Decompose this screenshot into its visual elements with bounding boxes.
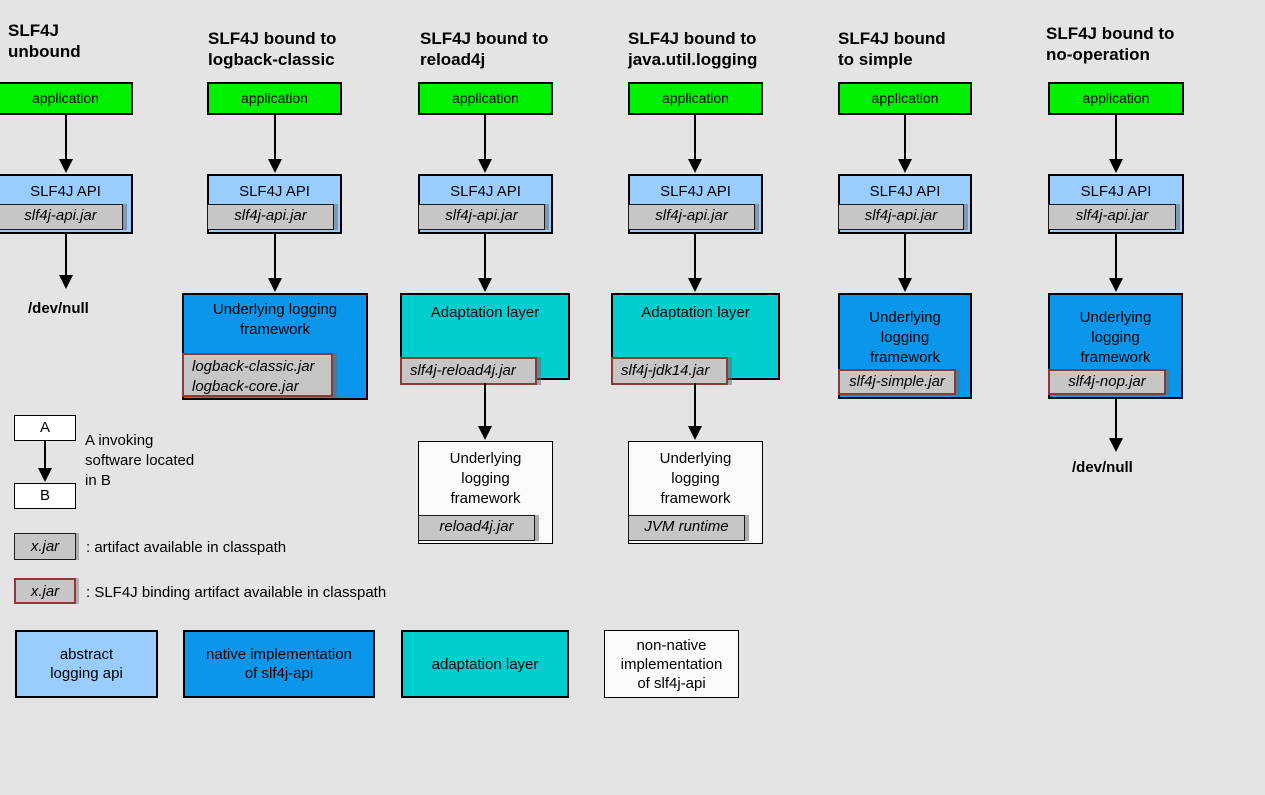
legend-artifact-jar-badge: x.jar [14,533,76,560]
slf4j-reload4j-jar-badge: slf4j-reload4j.jar [400,357,537,385]
slf4j-jdk14-jar-badge: slf4j-jdk14.jar [611,357,728,385]
down-arrow [1109,115,1123,173]
dev-null-label: /dev/null [28,300,89,317]
application-box: application [207,82,342,115]
down-arrow [898,115,912,173]
underlying-framework-box-simple: Underlying logging framework slf4j-simpl… [838,293,972,399]
legend-swatch-abstract-api: abstract logging api [15,630,158,698]
slf4j-api-jar-badge: slf4j-api.jar [207,204,334,230]
dev-null-label: /dev/null [1072,459,1133,476]
application-box: application [628,82,763,115]
down-arrow [478,383,492,440]
slf4j-api-jar-badge: slf4j-api.jar [1048,204,1176,230]
legend-swatch-adaptation: adaptation layer [401,630,569,698]
slf4j-api-box: SLF4J API slf4j-api.jar [418,174,553,234]
slf4j-api-jar-badge: slf4j-api.jar [838,204,964,230]
slf4j-api-box: SLF4J API slf4j-api.jar [628,174,763,234]
legend-swatch-native-impl: native implementation of slf4j-api [183,630,375,698]
underlying-framework-box-nop: Underlying logging framework slf4j-nop.j… [1048,293,1183,399]
down-arrow [688,115,702,173]
underlying-framework-box-logback: Underlying logging framework logback-cla… [182,293,368,400]
application-box: application [418,82,553,115]
application-box: application [0,82,133,115]
jvm-runtime-badge: JVM runtime [628,515,745,541]
down-arrow [478,234,492,292]
down-arrow [59,115,73,173]
down-arrow [268,234,282,292]
down-arrow [59,234,73,289]
underlying-framework-box-jul: Underlying logging framework JVM runtime [628,441,763,544]
column-title-jul: SLF4J bound to java.util.logging [628,29,758,69]
column-title-logback: SLF4J bound to logback-classic [208,29,337,69]
down-arrow [38,441,52,482]
down-arrow [1109,399,1123,452]
adaptation-layer-box: Adaptation layer slf4j-jdk14.jar [611,293,780,385]
slf4j-api-jar-badge: slf4j-api.jar [628,204,755,230]
slf4j-api-box: SLF4J API slf4j-api.jar [1048,174,1184,234]
slf4j-api-box: SLF4J API slf4j-api.jar [207,174,342,234]
down-arrow [688,234,702,292]
column-title-unbound: SLF4J unbound [8,21,81,61]
legend-artifact-text: : artifact available in classpath [86,539,287,556]
column-title-nop: SLF4J bound to no-operation [1046,24,1175,64]
slf4j-api-box: SLF4J API slf4j-api.jar [838,174,972,234]
column-title-reload4j: SLF4J bound to reload4j [420,29,549,69]
legend-binding-jar-badge: x.jar [14,578,76,604]
slf4j-simple-jar-badge: slf4j-simple.jar [838,369,956,395]
adaptation-layer-box: Adaptation layer slf4j-reload4j.jar [400,293,570,385]
down-arrow [478,115,492,173]
column-title-simple: SLF4J bound to simple [838,29,946,69]
legend-node-b: B [14,483,76,509]
application-box: application [1048,82,1184,115]
reload4j-jar-badge: reload4j.jar [418,515,535,541]
down-arrow [898,234,912,292]
legend-binding-text: : SLF4J binding artifact available in cl… [86,584,387,601]
down-arrow [688,383,702,440]
down-arrow [1109,234,1123,292]
slf4j-api-box: SLF4J API slf4j-api.jar [0,174,133,234]
slf4j-nop-jar-badge: slf4j-nop.jar [1048,369,1166,395]
logback-jars-badge: logback-classic.jar logback-core.jar [182,353,333,397]
legend-invoking-description: A invoking software located in B [85,432,195,489]
slf4j-api-jar-badge: slf4j-api.jar [418,204,545,230]
down-arrow [268,115,282,173]
application-box: application [838,82,972,115]
slf4j-api-jar-badge: slf4j-api.jar [0,204,123,230]
underlying-framework-box-reload4j: Underlying logging framework reload4j.ja… [418,441,553,544]
legend-swatch-non-native: non-native implementation of slf4j-api [604,630,739,698]
legend-node-a: A [14,415,76,441]
